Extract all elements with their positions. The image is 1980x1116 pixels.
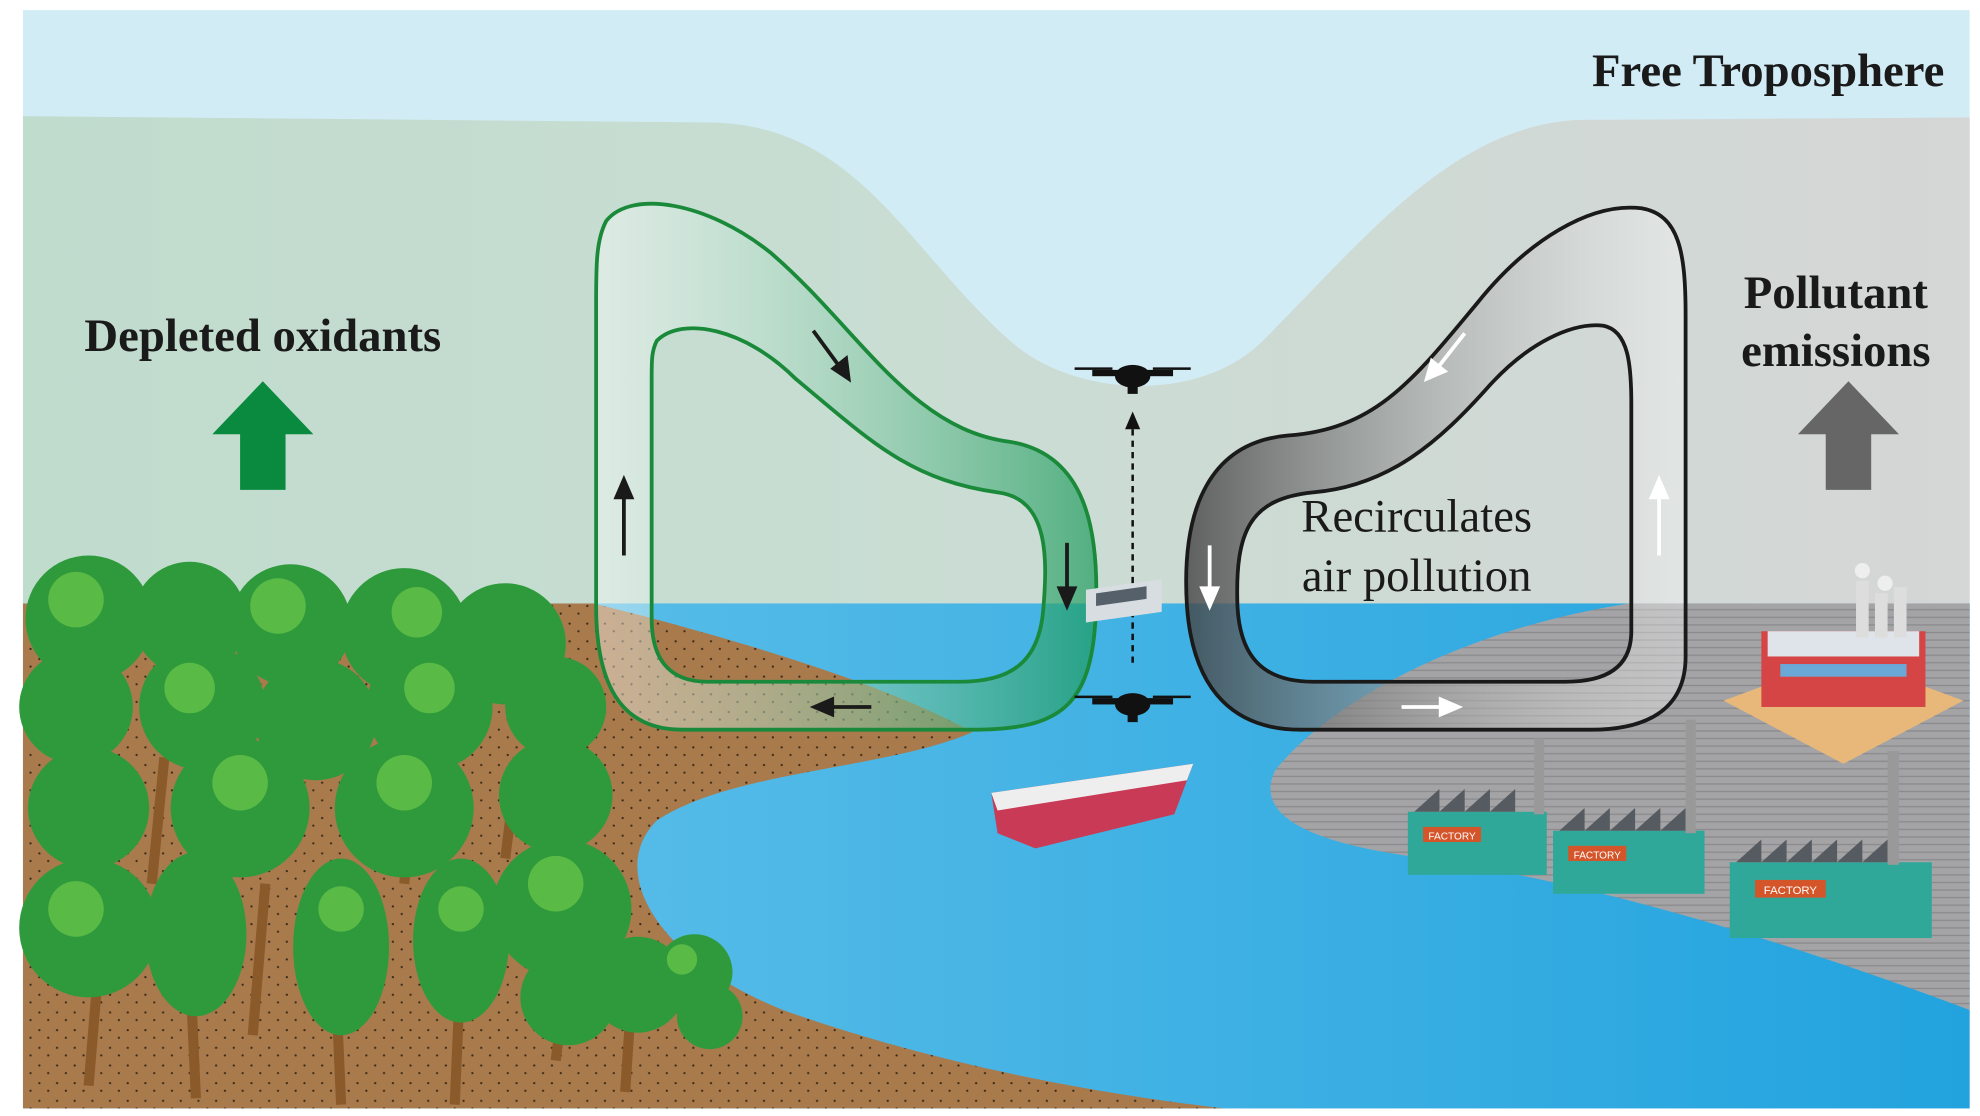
factory-building: FACTORY: [1729, 751, 1932, 938]
recirculates-label-line1: Recirculates: [1301, 490, 1532, 542]
drone-path-arrowhead: [1125, 411, 1141, 430]
factory-building: FACTORY: [1553, 719, 1705, 894]
factory-sign: FACTORY: [1428, 832, 1476, 843]
factories: FACTORY FACTORY FACTORY: [1407, 563, 1964, 938]
drone-icon-lower: [1074, 693, 1191, 723]
forest: [19, 555, 743, 1105]
factory-sign: FACTORY: [1574, 850, 1622, 861]
depleted-oxidants-label: Depleted oxidants: [84, 310, 441, 362]
boat-icon: [991, 579, 1194, 849]
boundary-layer: [22, 116, 1970, 606]
green-circulation-loop: [594, 201, 1099, 732]
pollutant-emissions-label-line2: emissions: [1741, 325, 1930, 377]
pollutant-emissions-label-line1: Pollutant: [1744, 267, 1929, 319]
gray-circulation-loop: [1184, 205, 1688, 732]
recirculates-label-line2: air pollution: [1302, 550, 1532, 602]
up-arrow-gray-icon: [1797, 381, 1899, 490]
factory-building: FACTORY: [1407, 738, 1547, 875]
up-arrow-green-icon: [212, 381, 314, 490]
free-troposphere-label: Free Troposphere: [1592, 45, 1944, 97]
rooftop-factory: [1723, 563, 1964, 764]
drone-icon-upper: [1074, 364, 1191, 394]
factory-sign: FACTORY: [1764, 885, 1818, 897]
gray-loop-arrows: [1199, 332, 1670, 718]
green-loop-arrows: [613, 329, 1078, 718]
